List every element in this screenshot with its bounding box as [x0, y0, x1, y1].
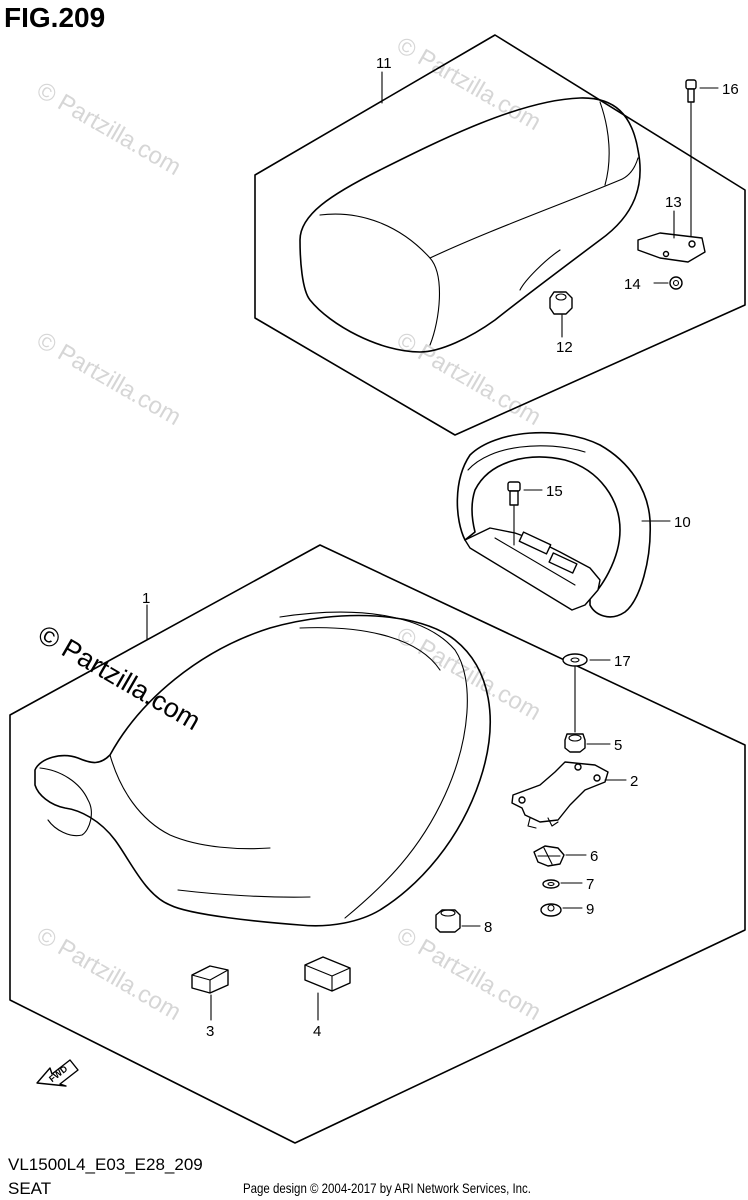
callout-1[interactable]: 1	[142, 590, 150, 607]
rear-seat-seam	[429, 157, 639, 259]
callout-4[interactable]: 4	[313, 1023, 321, 1040]
callout-2[interactable]: 2	[630, 773, 638, 790]
backrest-plate-rib	[494, 537, 576, 586]
figure-title: FIG.209	[4, 2, 106, 33]
washer-7[interactable]	[542, 879, 560, 889]
watermark: © Partzilla.com	[32, 922, 186, 1026]
backrest-group	[456, 431, 652, 618]
bolt-15[interactable]	[507, 481, 521, 546]
cushion-5[interactable]	[564, 733, 586, 753]
watermark: © Partzilla.com	[392, 32, 546, 136]
watermark: © Partzilla.com	[32, 327, 186, 431]
front-seat-seam	[109, 754, 271, 850]
callout-leaders	[146, 71, 719, 1021]
cushion-3[interactable]	[191, 965, 229, 994]
backrest-edge	[467, 445, 586, 471]
watermark-main: © Partzilla.com	[33, 619, 206, 736]
callout-7[interactable]: 7	[586, 876, 594, 893]
cushion-4[interactable]	[304, 956, 351, 992]
front-seat-tip	[39, 767, 92, 837]
front-seat-1[interactable]	[34, 614, 491, 927]
backrest-latch	[518, 531, 552, 555]
callout-14[interactable]: 14	[624, 276, 641, 293]
callout-16[interactable]: 16	[722, 81, 739, 98]
callout-9[interactable]: 9	[586, 901, 594, 918]
callout-6[interactable]: 6	[590, 848, 598, 865]
backrest-10[interactable]	[456, 431, 652, 618]
callout-12[interactable]: 12	[556, 339, 573, 356]
callout-labels: 11 16 13 14 12 15 10 1 17 5 2 6 7 9 8 3 …	[142, 55, 739, 1040]
watermark: © Partzilla.com	[32, 77, 186, 181]
watermark: © Partzilla.com	[392, 922, 546, 1026]
copyright-notice: Page design © 2004-2017 by ARI Network S…	[243, 1180, 531, 1196]
watermark: © Partzilla.com	[392, 327, 546, 431]
callout-11[interactable]: 11	[376, 55, 392, 72]
section-name: SEAT	[8, 1179, 52, 1198]
model-code: VL1500L4_E03_E28_209	[8, 1155, 203, 1174]
rear-seat-seam	[319, 213, 440, 346]
rear-seat-group	[254, 34, 746, 436]
front-seat-seam	[299, 627, 441, 671]
watermark: © Partzilla.com	[392, 622, 546, 726]
nut-9[interactable]	[540, 903, 562, 917]
front-seat-seam	[279, 611, 468, 919]
bracket-2[interactable]	[511, 761, 609, 829]
callout-8[interactable]: 8	[484, 919, 492, 936]
callout-17[interactable]: 17	[614, 653, 631, 670]
backrest-latch	[548, 552, 578, 574]
callout-13[interactable]: 13	[665, 194, 682, 211]
callout-15[interactable]: 15	[546, 483, 563, 500]
fwd-arrow: FWD	[36, 1059, 79, 1087]
watermark-layer: © Partzilla.com © Partzilla.com © Partzi…	[32, 32, 546, 1026]
rear-seat-seam	[519, 249, 561, 291]
callout-5[interactable]: 5	[614, 737, 622, 754]
rear-seat-boundary	[254, 34, 746, 436]
rear-seat-seam	[599, 101, 610, 186]
front-seat-group	[9, 544, 746, 1144]
nut-14[interactable]	[669, 276, 683, 290]
rear-seat-11[interactable]	[299, 97, 641, 353]
cushion-8[interactable]	[435, 909, 461, 933]
washer-17[interactable]	[562, 653, 588, 733]
cushion-12[interactable]	[549, 291, 573, 315]
front-seat-boundary	[9, 544, 746, 1144]
front-seat-seam	[177, 889, 311, 898]
callout-10[interactable]: 10	[674, 514, 691, 531]
bolt-16[interactable]	[685, 79, 697, 237]
clip-6[interactable]	[533, 845, 565, 867]
backrest-plate	[464, 527, 601, 611]
bracket-13[interactable]	[637, 232, 706, 263]
callout-3[interactable]: 3	[206, 1023, 214, 1040]
